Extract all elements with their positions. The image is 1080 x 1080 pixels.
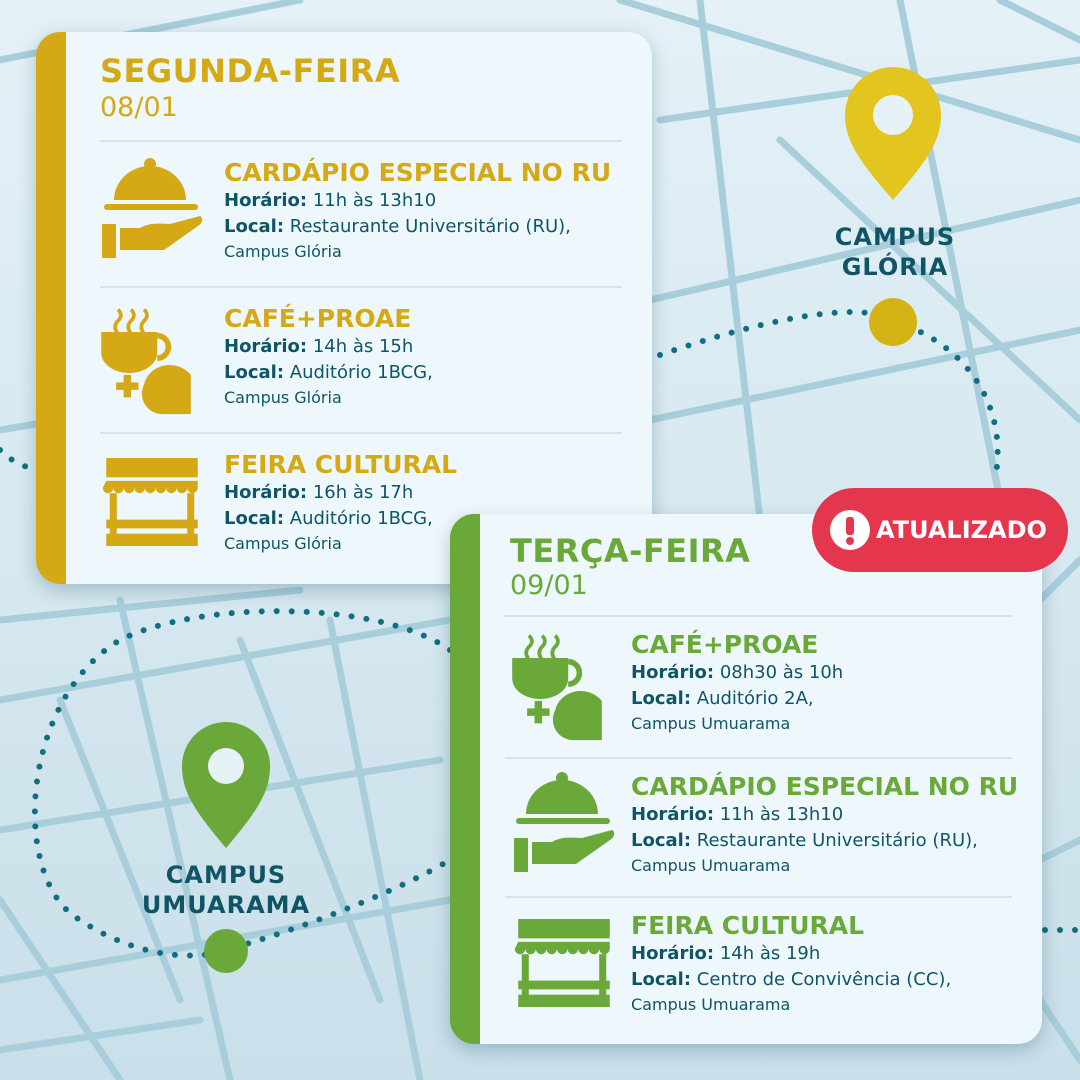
time-label: Horário: (224, 190, 308, 211)
badge-label: ATUALIZADO (876, 516, 1047, 544)
event-campus: Campus Umuarama (631, 995, 791, 1014)
event-campus: Campus Glória (224, 242, 342, 261)
event-place: Centro de Convivência (CC), (696, 969, 952, 990)
event-time: 11h às 13h10 (719, 804, 844, 825)
event-title: CARDÁPIO ESPECIAL NO RU (224, 158, 612, 187)
event-item: CARDÁPIO ESPECIAL NO RU Horário: 11h às … (100, 158, 640, 278)
divider (505, 757, 1012, 759)
event-time: 14h às 15h (312, 336, 414, 357)
day-card-monday: SEGUNDA-FEIRA 08/01 CARDÁPIO ESPECIAL NO… (36, 32, 652, 584)
accent-bar (450, 514, 480, 1044)
cloche-icon (514, 772, 615, 872)
event-title: FEIRA CULTURAL (224, 450, 458, 479)
event-title: FEIRA CULTURAL (631, 911, 865, 940)
place-label: Local: (224, 362, 285, 383)
event-title: CAFÉ+PROAE (631, 630, 819, 659)
day-date: 08/01 (100, 92, 178, 123)
event-item: CAFÉ+PROAE Horário: 14h às 15h Local: Au… (94, 304, 634, 424)
divider (505, 615, 1012, 617)
day-title: TERÇA-FEIRA (510, 532, 751, 570)
cloche-icon (102, 158, 203, 258)
event-item: CARDÁPIO ESPECIAL NO RU Horário: 11h às … (512, 772, 1042, 892)
event-item: FEIRA CULTURAL Horário: 14h às 19h Local… (512, 911, 1042, 1031)
exclamation-icon (830, 510, 870, 550)
event-campus: Campus Umuarama (631, 856, 791, 875)
divider (100, 140, 622, 142)
event-item: CAFÉ+PROAE Horário: 08h30 às 10h Local: … (505, 630, 1035, 750)
updated-badge: ATUALIZADO (812, 488, 1068, 572)
place-label: Local: (631, 830, 692, 851)
place-label: Local: (224, 508, 285, 529)
event-item: FEIRA CULTURAL Horário: 16h às 17h Local… (100, 450, 640, 570)
pin-label-line: GLÓRIA (841, 253, 949, 281)
pin-label-line: UMUARAMA (141, 891, 311, 919)
event-place: Auditório 1BCG, (289, 362, 433, 383)
event-campus: Campus Umuarama (631, 714, 791, 733)
divider (505, 896, 1012, 898)
divider (100, 432, 622, 434)
pin-label-line: CAMPUS (165, 861, 287, 889)
place-label: Local: (631, 688, 692, 709)
day-title: SEGUNDA-FEIRA (100, 52, 401, 90)
event-title: CAFÉ+PROAE (224, 304, 412, 333)
event-time: 16h às 17h (312, 482, 414, 503)
coffee-hand-icon (505, 630, 609, 742)
time-label: Horário: (631, 662, 715, 683)
event-place: Auditório 1BCG, (289, 508, 433, 529)
map-pin-icon (182, 722, 270, 848)
event-place: Auditório 2A, (696, 688, 814, 709)
divider (100, 286, 622, 288)
event-title: CARDÁPIO ESPECIAL NO RU (631, 772, 1019, 801)
pin-label-line: CAMPUS (834, 223, 956, 251)
time-label: Horário: (631, 943, 715, 964)
time-label: Horário: (631, 804, 715, 825)
event-place: Restaurante Universitário (RU), (696, 830, 978, 851)
event-time: 14h às 19h (719, 943, 821, 964)
day-card-tuesday: TERÇA-FEIRA 09/01 CAFÉ+PROAE Horário: 08… (450, 514, 1042, 1044)
time-label: Horário: (224, 482, 308, 503)
event-campus: Campus Glória (224, 388, 342, 407)
market-stall-icon (514, 919, 610, 1007)
event-place: Restaurante Universitário (RU), (289, 216, 571, 237)
time-label: Horário: (224, 336, 308, 357)
map-pin-icon (845, 67, 941, 200)
accent-bar (36, 32, 66, 584)
event-time: 08h30 às 10h (719, 662, 844, 683)
coffee-hand-icon (94, 304, 198, 416)
place-label: Local: (224, 216, 285, 237)
event-time: 11h às 13h10 (312, 190, 437, 211)
event-campus: Campus Glória (224, 534, 342, 553)
place-label: Local: (631, 969, 692, 990)
day-date: 09/01 (510, 570, 588, 601)
market-stall-icon (102, 458, 198, 546)
